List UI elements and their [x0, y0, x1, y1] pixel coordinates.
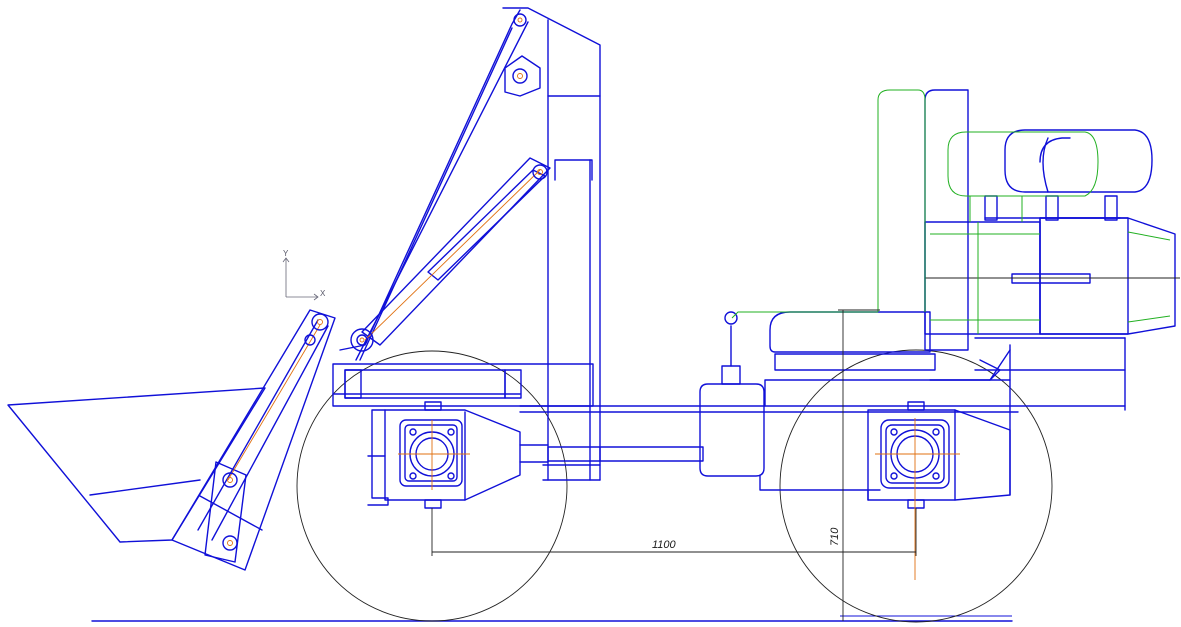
chassis-frame	[332, 337, 1126, 413]
axle-height-dimension-label: 710	[829, 527, 841, 546]
axis-x-label: X	[320, 289, 326, 298]
bucket-arm	[171, 309, 336, 571]
boom-arm	[339, 9, 541, 361]
coordinate-axes: X Y	[282, 249, 326, 301]
ground-line	[91, 615, 1013, 622]
rear-wheel	[296, 350, 568, 622]
engine	[924, 195, 1180, 335]
axle-height-dimension: 710	[829, 309, 880, 621]
air-filter	[1004, 129, 1153, 193]
bucket	[7, 387, 266, 543]
wheelbase-dimension: 1100	[431, 508, 917, 556]
lift-mast	[502, 7, 601, 481]
hydraulic-tank	[699, 311, 765, 477]
front-wheel	[779, 349, 1053, 623]
seat-housing	[924, 89, 969, 351]
center-lines	[398, 418, 960, 580]
reference-contours	[731, 89, 1171, 334]
drive-shaft	[547, 446, 704, 462]
operator-platform	[759, 311, 1011, 496]
axis-y-label: Y	[283, 249, 289, 258]
rear-gearbox	[367, 401, 549, 509]
boom-cylinder	[350, 157, 551, 352]
front-gearbox	[867, 401, 1011, 509]
wheelbase-dimension-label: 1100	[652, 539, 677, 551]
